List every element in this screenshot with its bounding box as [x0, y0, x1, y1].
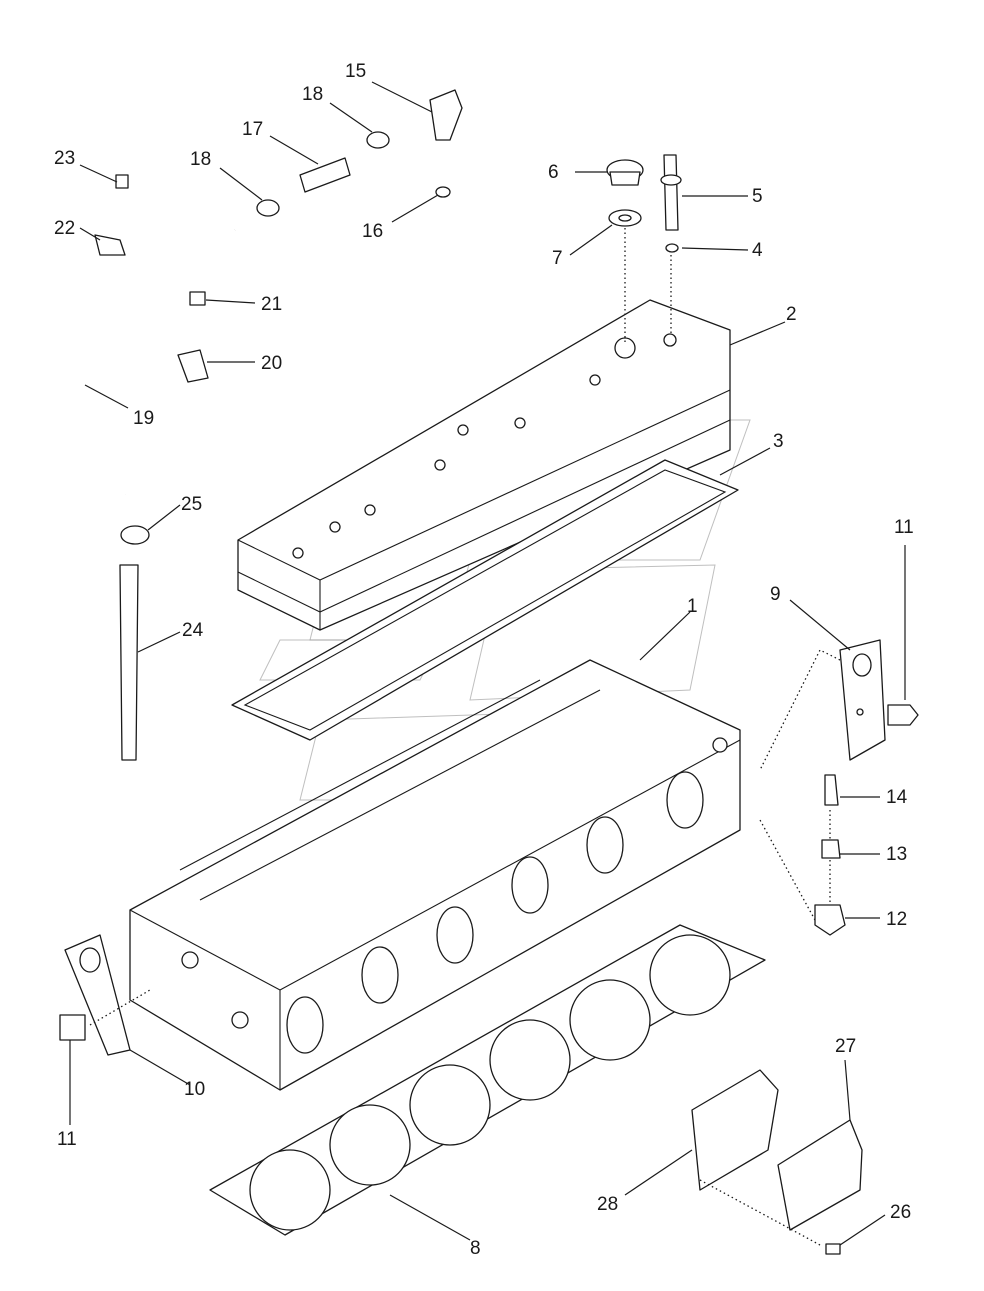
callout-3: 3: [773, 431, 784, 452]
assembly-lines: [89, 228, 841, 1246]
leader-lines: [69, 81, 906, 1246]
callout-8: 8: [470, 1238, 481, 1259]
callout-23: 23: [54, 148, 75, 169]
o-ring-small: [665, 243, 679, 253]
hose-clamp-upper: [366, 131, 390, 149]
breather-pipe: [119, 564, 139, 761]
hose-clamp-lower: [256, 199, 280, 217]
callout-1: 1: [687, 596, 698, 617]
breather-tube: [61, 227, 237, 496]
bolt-right: [887, 704, 919, 726]
breather-stud: [660, 154, 682, 231]
clip-bolt: [189, 291, 206, 306]
cover-plate: [777, 1119, 863, 1231]
valve-cover-gasket: [231, 459, 739, 741]
callout-26: 26: [890, 1202, 911, 1223]
callout-13: 13: [886, 844, 907, 865]
breather-hose-short: [299, 157, 351, 193]
callout-7: 7: [552, 248, 563, 269]
breather-elbow: [429, 89, 463, 141]
callout-6: 6: [548, 162, 559, 183]
callout-24: 24: [182, 620, 204, 641]
valve-cover: [237, 299, 731, 631]
callout-10: 10: [184, 1079, 205, 1100]
o-ring: [435, 186, 451, 198]
callout-18-upper: 18: [302, 84, 323, 105]
tube-clip: [177, 349, 209, 383]
cover-gasket: [691, 1069, 779, 1191]
callout-2: 2: [786, 304, 797, 325]
callout-19: 19: [133, 408, 154, 429]
callout-18-lower: 18: [190, 149, 211, 170]
callout-15: 15: [345, 61, 366, 82]
oil-filler-cap: [606, 159, 644, 186]
filler-washer: [608, 209, 642, 227]
callout-21: 21: [261, 294, 282, 315]
head-gasket: [209, 924, 766, 1236]
callout-9: 9: [770, 584, 781, 605]
callout-25: 25: [181, 494, 202, 515]
callout-11-left: 11: [57, 1129, 77, 1150]
fitting-adapter: [821, 839, 841, 859]
callout-4: 4: [752, 240, 763, 261]
cylinder-head: [129, 659, 741, 1091]
callout-20: 20: [261, 353, 282, 374]
bolt-left: [59, 1014, 86, 1041]
fitting-nipple: [824, 774, 839, 806]
callout-labels: 1 2 3 4 5 6 7 8 9 10 11 11 12 13 14 15 1…: [54, 61, 914, 1259]
callout-12: 12: [886, 909, 907, 930]
callout-27: 27: [835, 1036, 856, 1057]
cover-screw: [825, 1243, 841, 1255]
hose-clip: [94, 234, 126, 256]
hose-clamp-ring: [120, 525, 150, 545]
small-bolt: [115, 174, 129, 189]
lifting-bracket-right: [839, 639, 886, 761]
callout-5: 5: [752, 186, 763, 207]
callout-16: 16: [362, 221, 383, 242]
callout-17: 17: [242, 119, 263, 140]
callout-11-right: 11: [894, 517, 914, 538]
fitting-elbow: [814, 904, 846, 936]
callout-22: 22: [54, 218, 75, 239]
callout-28: 28: [597, 1194, 618, 1215]
callout-14: 14: [886, 787, 908, 808]
